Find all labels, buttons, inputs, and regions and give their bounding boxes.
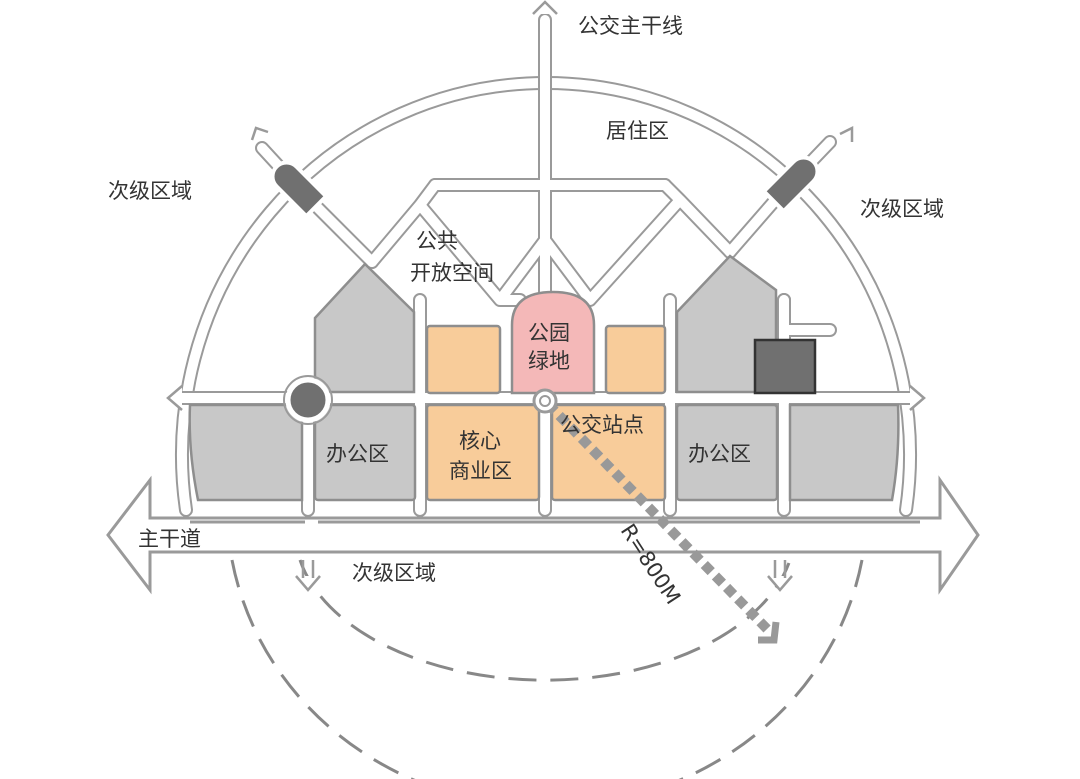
- office-block-right: [675, 403, 779, 502]
- road-arrows: [166, 0, 926, 592]
- capsule-node-ne: [761, 155, 820, 214]
- label-transit-trunk: 公交主干线: [578, 14, 683, 38]
- outer-dashed-arc: [230, 559, 864, 779]
- arrow-down-right-icon: [767, 560, 793, 592]
- arrow-right-icon: [909, 385, 926, 411]
- radius-arrow: [544, 400, 774, 636]
- capsule-node-nw: [270, 160, 329, 219]
- bus-stop-block: [550, 403, 667, 502]
- commercial-block-small-right: [604, 324, 667, 395]
- radius-arrowhead-icon: [758, 621, 780, 644]
- left-circle-node: [285, 377, 331, 423]
- park-block: [510, 290, 596, 395]
- label-core-2: 商业区: [449, 459, 512, 483]
- label-park-2: 绿地: [528, 349, 570, 373]
- inner-dashed-arc: [298, 559, 792, 682]
- label-public-open-1: 公共: [416, 229, 458, 253]
- label-secondary-nw: 次级区域: [108, 179, 192, 203]
- gray-block-left-bottom: [188, 403, 304, 502]
- label-park-1: 公园: [528, 321, 570, 345]
- label-core-1: 核心: [459, 429, 501, 453]
- arrow-nw-icon: [250, 126, 269, 141]
- main-road: [106, 475, 980, 595]
- label-office-left: 办公区: [326, 442, 389, 466]
- label-secondary-s: 次级区域: [352, 561, 436, 585]
- arrow-down-left-icon: [295, 560, 321, 592]
- core-commercial-block: [425, 403, 541, 502]
- label-bus-stop: 公交站点: [560, 413, 644, 437]
- arrow-up-icon: [532, 0, 558, 15]
- label-office-right: 办公区: [688, 442, 751, 466]
- gray-pentagon-left: [313, 262, 416, 394]
- arrow-left-icon: [166, 385, 183, 411]
- arrow-ne-icon: [839, 125, 854, 142]
- office-block-left: [313, 403, 417, 502]
- gray-block-right-bottom: [788, 403, 900, 502]
- label-secondary-ne: 次级区域: [860, 197, 944, 221]
- label-main-road: 主干道: [138, 527, 201, 551]
- label-residential: 居住区: [606, 119, 669, 143]
- commercial-block-small-left: [425, 324, 502, 395]
- dark-square-node: [753, 338, 817, 395]
- label-public-open-2: 开放空间: [410, 261, 494, 285]
